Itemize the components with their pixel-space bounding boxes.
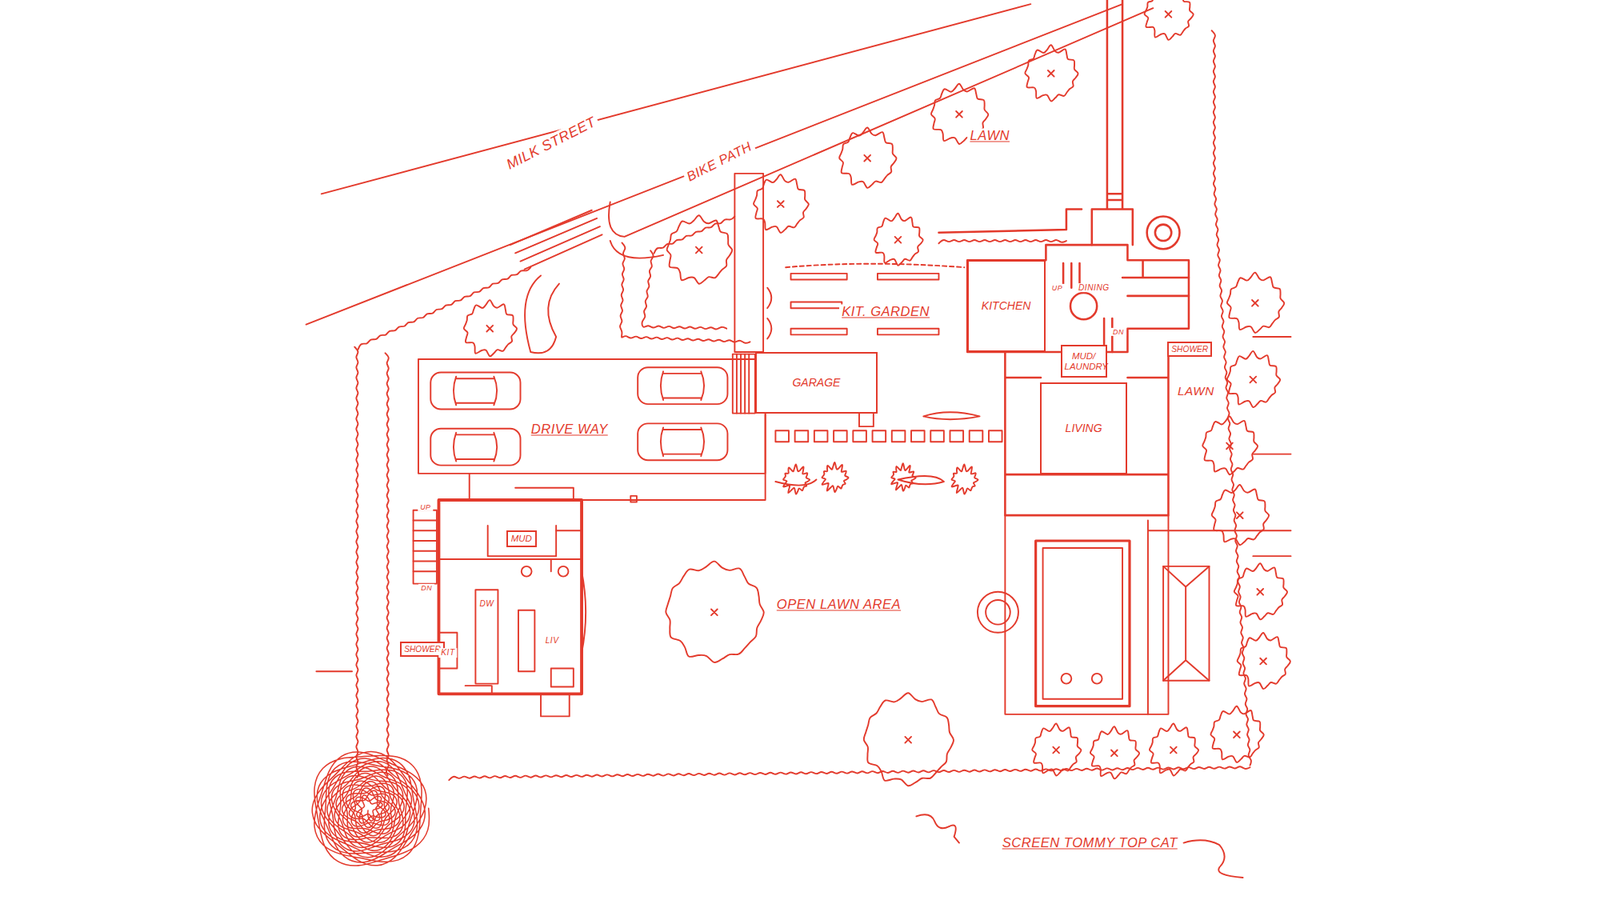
shrub-symbol [821, 462, 848, 492]
tree-symbol [1237, 632, 1291, 689]
area-label: KIT. GARDEN [839, 304, 932, 320]
tree-symbol [874, 213, 924, 266]
room-label: DINING [1076, 283, 1112, 293]
stepping-stone [814, 430, 828, 442]
shower-box: SHOWER [1167, 341, 1212, 357]
room-box: KITCHEN [967, 260, 1046, 352]
shrub-symbol [783, 464, 810, 494]
tree-symbol [753, 174, 809, 233]
area-label: LAWN [1175, 384, 1217, 399]
stepping-stone [988, 430, 1003, 442]
shrub-symbol [951, 464, 978, 494]
hedge-line [385, 352, 389, 776]
tree-symbol [1090, 726, 1140, 779]
stepping-stone [911, 430, 925, 442]
garden-beds [767, 264, 964, 340]
room-box: MUD/ LAUNDRY [1060, 344, 1108, 378]
car-symbol [637, 423, 728, 460]
tree-symbol [665, 561, 764, 663]
crosswalk-hatch [510, 210, 664, 354]
area-label: DRIVE WAY [528, 421, 611, 437]
hedge-line [1212, 30, 1252, 765]
bike-path-edge [608, 8, 1153, 237]
hedge-line [354, 347, 359, 778]
tree-symbol [667, 215, 733, 284]
room-label: KITCHEN [981, 300, 1032, 312]
stepping-stone [775, 430, 789, 442]
stepping-stone [950, 430, 964, 442]
hedges [354, 30, 1252, 780]
stepping-stone [795, 430, 809, 442]
street-name: MILK STREET [501, 112, 601, 174]
stair-note: UP [1049, 284, 1065, 292]
street-edge [321, 4, 1031, 194]
hedge-line [620, 242, 750, 343]
room-box: MUD [506, 530, 537, 547]
tree-symbol [1227, 351, 1280, 408]
room-label: DW [476, 599, 496, 609]
car-symbol [430, 428, 520, 466]
stepping-stone [833, 430, 848, 442]
shrub-symbol [775, 412, 980, 485]
room-label: SHOWER [1171, 344, 1208, 354]
annotation-note: SCREEN TOMMY TOP CAT [1000, 835, 1180, 851]
hedge-line [641, 250, 727, 329]
tree-symbol [1212, 484, 1269, 545]
tree-symbol [864, 692, 954, 786]
trees [312, 0, 1291, 866]
stepping-stone [892, 430, 906, 442]
tree-symbol [1144, 0, 1194, 40]
tree-symbol [1032, 723, 1081, 776]
path-name: BIKE PATH [682, 137, 757, 186]
driveway [418, 359, 766, 474]
tree-symbol [1210, 706, 1264, 763]
walk [468, 473, 471, 500]
post [630, 496, 637, 503]
guest-house [413, 488, 587, 717]
annotation-squiggle [1184, 840, 1244, 878]
stair-note: DN [1110, 327, 1127, 336]
area-label: OPEN LAWN AREA [774, 597, 904, 613]
annotation-squiggle [916, 814, 960, 843]
garage-box: GARAGE [755, 352, 878, 414]
car-symbol [430, 372, 520, 410]
property-line [316, 336, 1291, 672]
tree-symbol [1024, 44, 1078, 101]
room-box: LIVING [1040, 382, 1127, 475]
room-label: KIT [438, 648, 457, 658]
room-label: GARAGE [792, 376, 840, 389]
room-label: LIVING [1065, 422, 1103, 435]
stepping-stone [930, 430, 944, 442]
feature-tree-scribble [312, 752, 429, 867]
stepping-stone [969, 430, 984, 442]
cars [430, 365, 857, 466]
room-label: MUD/ LAUNDRY [1064, 351, 1104, 372]
stepping-stones [775, 430, 1002, 442]
tree-symbol [1149, 723, 1199, 776]
garden-walk [734, 173, 764, 352]
tree-symbol [839, 128, 896, 188]
tree-symbol [464, 300, 517, 356]
room-label: LIV [543, 636, 562, 646]
hedge-line [654, 216, 736, 253]
tree-symbol [1234, 563, 1288, 620]
main-house [938, 0, 1189, 516]
room-label: MUD [511, 533, 532, 544]
car-symbol [637, 367, 728, 404]
hedge-line [938, 240, 1066, 244]
stair-note: DN [418, 584, 435, 592]
stair-note: UP [417, 503, 433, 512]
room-label: SHOWER [404, 644, 441, 654]
tree-symbol [1227, 272, 1284, 333]
stepping-stone [872, 430, 887, 442]
area-label: LAWN [967, 128, 1012, 144]
stepping-stone [852, 430, 867, 442]
tree-symbol [1202, 416, 1258, 476]
